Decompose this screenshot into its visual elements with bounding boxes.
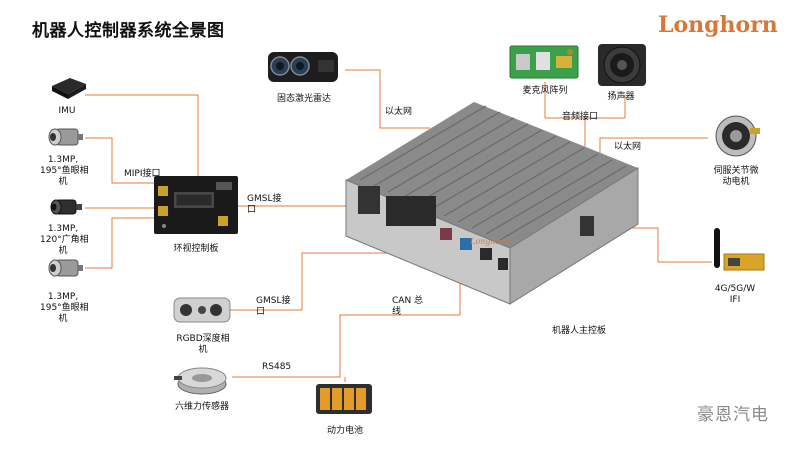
rs485-label: RS485 <box>262 362 292 372</box>
wifi-module-device <box>714 228 765 271</box>
mic-array-device <box>509 45 579 79</box>
wire-wifi <box>612 227 712 263</box>
camera3-label: 1.3MP,195°鱼眼相机 <box>40 292 89 324</box>
servo-motor-label: 伺服关节微动电机 <box>713 166 759 187</box>
wire-lidar <box>345 69 430 129</box>
rgbd-camera-label: RGBD深度相机 <box>176 334 230 355</box>
ethernet2-label: 以太网 <box>614 142 642 152</box>
battery-label: 动力电池 <box>326 426 363 436</box>
mic-array-label: 麦克风阵列 <box>522 86 568 96</box>
camera2-device <box>50 199 82 215</box>
brand-logo: Longhorn <box>658 12 778 38</box>
page-title: 机器人控制器系统全景图 <box>32 21 225 41</box>
lidar-device <box>268 52 338 82</box>
mipi-label: MIPI接口 <box>124 169 161 179</box>
main-board-brand: Longhorn <box>469 237 509 246</box>
lidar-label: 固态激光雷达 <box>276 94 331 104</box>
servo-motor-device <box>715 115 760 157</box>
surround-board-device <box>154 176 238 234</box>
camera1-label: 1.3MP,195°鱼眼相机 <box>40 155 89 187</box>
rgbd-camera-device <box>173 297 231 323</box>
wire-camera3 <box>85 217 155 269</box>
imu-device <box>52 78 86 99</box>
wire-imu <box>85 94 199 176</box>
wire-servo <box>599 137 708 160</box>
speaker-device <box>598 44 646 86</box>
gmsl1-label: GMSL接口 <box>247 194 282 215</box>
force-sensor-label: 六维力传感器 <box>174 402 229 412</box>
wire-camera1 <box>85 137 155 184</box>
camera2-label: 1.3MP,120°广角相机 <box>40 224 89 256</box>
can-label: CAN 总线 <box>392 296 424 317</box>
battery-device <box>316 384 372 414</box>
main-board-device: Longhorn <box>345 102 639 305</box>
surround-board-label: 环视控制板 <box>173 244 219 254</box>
gmsl2-label: GMSL接口 <box>256 296 291 317</box>
wire-gmsl2 <box>230 252 452 311</box>
force-sensor-device <box>174 367 227 395</box>
main-board-label: 机器人主控板 <box>551 326 606 336</box>
imu-label: IMU <box>58 106 76 116</box>
ethernet1-label: 以太网 <box>385 107 413 117</box>
wire-rs485 <box>232 262 461 378</box>
camera1-device <box>48 128 83 146</box>
audio-label: 音频接口 <box>562 112 599 122</box>
speaker-label: 扬声器 <box>607 92 635 102</box>
camera3-device <box>48 259 83 277</box>
watermark: 豪恩汽电 <box>697 405 769 425</box>
